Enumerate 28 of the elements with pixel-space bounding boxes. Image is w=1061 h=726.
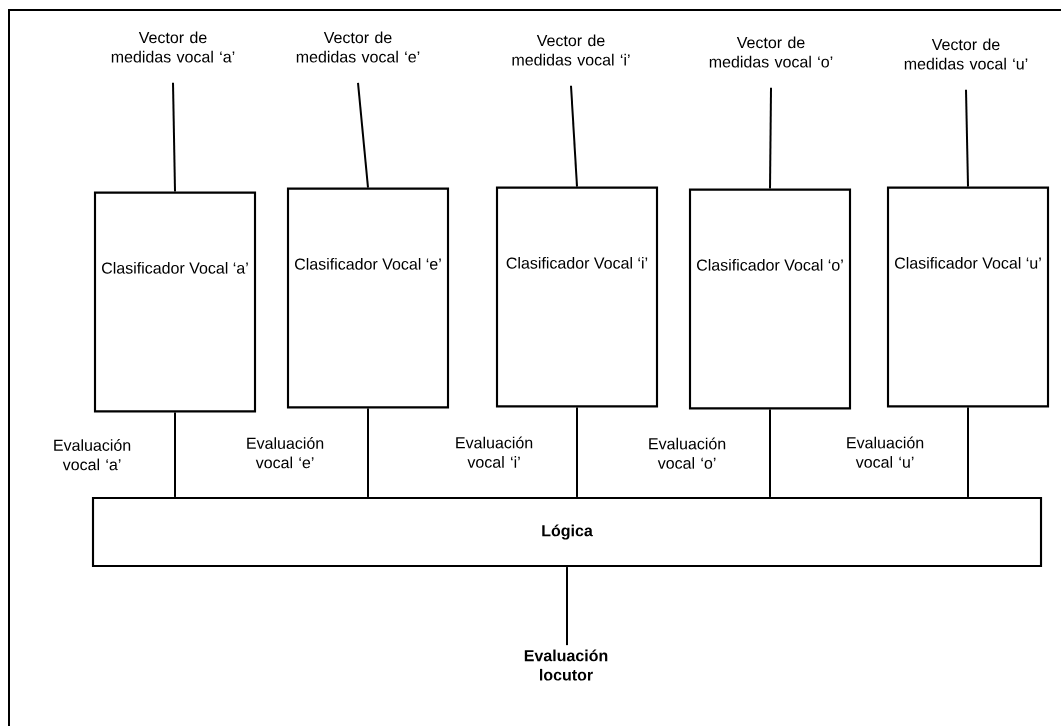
edge-label: Evaluación vocal ‘o’ [649,437,726,469]
vector-label: Vector de medidas vocal ‘a’ [111,31,235,63]
connector-line [172,81,176,193]
classifier-box: Clasificador Vocal ‘o’ [688,188,852,410]
edge-label: Evaluación vocal ‘i’ [456,436,533,468]
connector-line [570,84,578,188]
classifier-box: Clasificador Vocal ‘a’ [93,191,257,413]
connector-line [357,81,369,189]
connector-line [367,407,369,498]
vector-label: Vector de medidas vocal ‘e’ [296,31,420,63]
classifier-box: Clasificador Vocal ‘i’ [495,186,659,408]
logic-box: Lógica [91,496,1043,568]
connector-line [769,86,772,190]
connector-line [174,411,176,498]
vector-label: Vector de medidas vocal ‘o’ [709,36,833,68]
connector-line [566,566,568,647]
connector-line [965,88,969,188]
connector-line [967,406,969,498]
classifier-box: Clasificador Vocal ‘e’ [286,187,450,409]
connector-line [576,406,578,498]
connector-line [769,408,771,498]
edge-label: Evaluación vocal ‘u’ [847,436,924,468]
vector-label: Vector de medidas vocal ‘u’ [904,38,1028,70]
output-label: Evaluación locutor [524,649,608,681]
vector-label: Vector de medidas vocal ‘i’ [512,34,630,66]
edge-label: Evaluación vocal ‘e’ [247,437,324,469]
edge-label: Evaluación vocal ‘a’ [54,439,131,471]
classifier-box: Clasificador Vocal ‘u’ [886,186,1050,408]
